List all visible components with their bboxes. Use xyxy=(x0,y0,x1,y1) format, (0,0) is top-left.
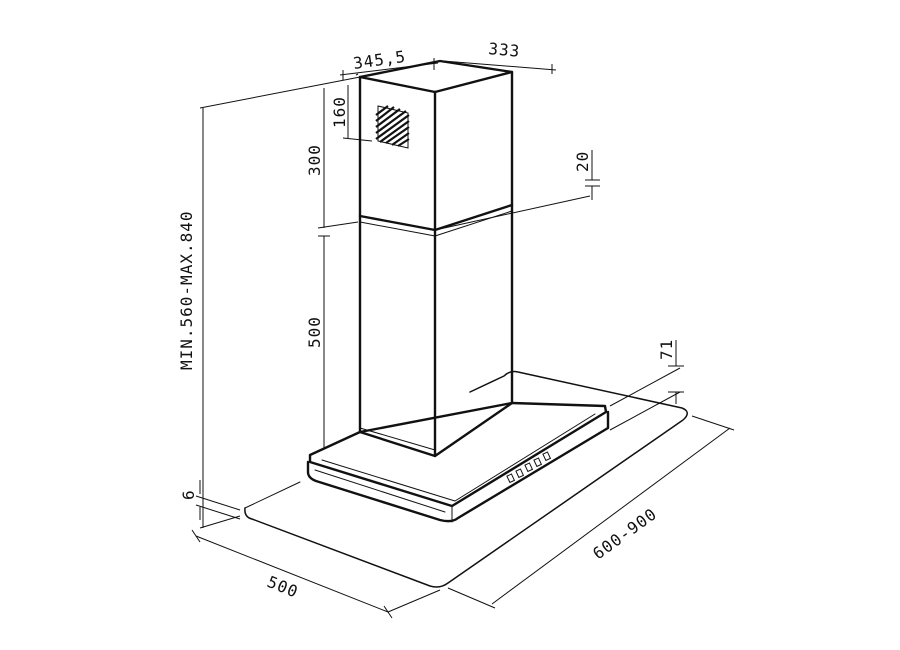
dim-hood-width: 600-900 xyxy=(589,504,660,563)
control-button-3 xyxy=(524,462,534,473)
dim-chimney-depth: 333 xyxy=(488,39,521,61)
vent-grille xyxy=(375,105,410,149)
dim-lower-chimney: 500 xyxy=(305,316,324,348)
control-button-2 xyxy=(515,468,525,479)
dim-joint: 20 xyxy=(573,151,592,172)
control-button-1 xyxy=(506,473,516,484)
dim-body-height: 71 xyxy=(657,339,676,360)
dim-total-height: MIN.560-MAX.840 xyxy=(177,211,196,371)
chimney xyxy=(358,59,514,458)
dim-glass-thickness: 6 xyxy=(179,489,198,500)
dim-upper-chimney: 300 xyxy=(305,144,324,176)
control-button-4 xyxy=(533,457,543,468)
hood-body xyxy=(306,397,610,523)
control-button-5 xyxy=(542,451,552,462)
dim-hood-depth: 500 xyxy=(265,572,302,602)
dimension-lines xyxy=(191,58,735,619)
dim-vent-height: 160 xyxy=(330,96,349,128)
control-panel xyxy=(506,451,552,484)
